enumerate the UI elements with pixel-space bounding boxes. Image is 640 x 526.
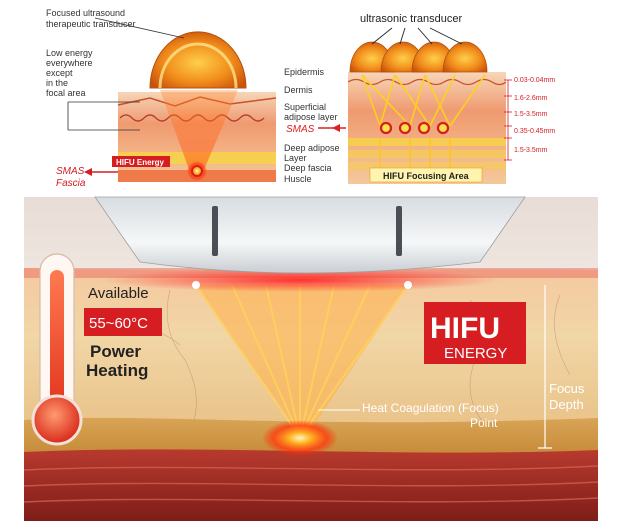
smas-label-arrow-head bbox=[332, 124, 340, 132]
heating-label: Heating bbox=[86, 361, 148, 380]
hifu-energy-tag bbox=[112, 156, 170, 167]
coag-label-2: Point bbox=[470, 416, 498, 430]
transducer-arrow-2 bbox=[399, 27, 406, 45]
bottom-illustration: Focus Depth Heat Coagulation (Focus) Poi… bbox=[23, 196, 599, 521]
top-left-diagram: Focused ultrasound therapeutic transduce… bbox=[46, 8, 277, 189]
low-energy-3: except bbox=[46, 68, 73, 78]
focal-ring-2 bbox=[398, 121, 412, 135]
label-deep-adipose-2: Layer bbox=[284, 153, 307, 163]
hifu-handpiece bbox=[94, 196, 526, 274]
energy-rays bbox=[195, 284, 409, 439]
thermometer-bulb bbox=[31, 394, 83, 446]
depth-5: 1.5-3.5mm bbox=[514, 147, 548, 154]
right-beams bbox=[361, 74, 486, 127]
layer-labels: Epidermis Dermis Superficial adipose lay… bbox=[284, 67, 346, 184]
temperature-badge bbox=[84, 308, 162, 336]
transducer-arrow-4 bbox=[429, 27, 463, 45]
emitter-left-dot bbox=[192, 281, 200, 289]
label-superficial-1: Superficial bbox=[284, 102, 326, 112]
muscle-fibers bbox=[23, 465, 599, 503]
depth-4: 0.35-0.45mm bbox=[514, 128, 555, 135]
hifu-energy-tag-text: HIFU Energy bbox=[116, 158, 165, 167]
focal-ring-1 bbox=[379, 121, 393, 135]
transducer-arrow-1 bbox=[371, 27, 393, 45]
handpiece-slot-left bbox=[212, 206, 218, 256]
depth-2: 1.6-2.6mm bbox=[514, 95, 548, 102]
label-smas: SMAS bbox=[286, 124, 315, 135]
focal-ring bbox=[191, 165, 203, 177]
focusing-area-box bbox=[369, 167, 483, 183]
contact-glow bbox=[100, 268, 500, 292]
label-deep-fascia: Deep fascia bbox=[284, 163, 332, 173]
transducer-dome bbox=[149, 31, 247, 89]
right-transducer-label: ultrasonic transducer bbox=[360, 13, 462, 25]
emitter-right-dot bbox=[404, 281, 412, 289]
low-energy-1: Low energy bbox=[46, 48, 93, 58]
low-energy-2: everywhere bbox=[46, 58, 93, 68]
coagulation-point bbox=[262, 420, 338, 456]
focus-beam bbox=[160, 90, 238, 172]
depth-1: 0.03-0.04mm bbox=[514, 77, 555, 84]
transducer-pointer bbox=[94, 17, 185, 39]
label-superficial-2: adipose layer bbox=[284, 112, 338, 122]
transducer-label-2: therapeutic transducer bbox=[46, 19, 136, 29]
smas-fascia-2: Fascia bbox=[56, 178, 86, 189]
label-deep-adipose-1: Deep adipose bbox=[284, 143, 340, 153]
focus-depth-2: Depth bbox=[549, 397, 584, 412]
smas-arrow-head bbox=[84, 168, 92, 176]
focal-rings bbox=[379, 121, 450, 135]
dome-arc bbox=[158, 42, 238, 89]
depth-ticks bbox=[504, 79, 512, 161]
label-muscle: Huscle bbox=[284, 174, 312, 184]
handpiece-slot-right bbox=[396, 206, 402, 256]
focal-ring-3 bbox=[417, 121, 431, 135]
thermometer-mercury bbox=[50, 270, 64, 420]
coag-label-1: Heat Coagulation (Focus) bbox=[362, 401, 499, 415]
depth-3: 1.5-3.5mm bbox=[514, 111, 548, 118]
transducer-dome-4 bbox=[442, 41, 488, 73]
top-right-diagram: HIFU Focusing Area ultrasonic transducer… bbox=[347, 13, 555, 184]
right-band-2 bbox=[348, 150, 506, 158]
transducer-arrow-3 bbox=[417, 27, 433, 45]
available-label: Available bbox=[88, 285, 149, 302]
hifu-badge-subtitle: ENERGY bbox=[444, 345, 507, 362]
label-epidermis: Epidermis bbox=[284, 67, 325, 77]
label-dermis: Dermis bbox=[284, 85, 313, 95]
focal-ring-4 bbox=[436, 121, 450, 135]
thermometer-icon bbox=[31, 253, 83, 446]
low-energy-5: focal area bbox=[46, 88, 86, 98]
transducer-label-1: Focused ultrasound bbox=[46, 8, 125, 18]
right-smas-band bbox=[348, 138, 506, 146]
focal-spot bbox=[187, 161, 207, 181]
right-band-3 bbox=[348, 162, 506, 170]
temperature-value: 55~60°C bbox=[89, 315, 148, 332]
smas-fascia-1: SMAS bbox=[56, 166, 85, 177]
low-energy-4: in the bbox=[46, 78, 68, 88]
hifu-badge-title: HIFU bbox=[430, 312, 500, 345]
hifu-badge bbox=[424, 302, 526, 364]
focusing-area-label: HIFU Focusing Area bbox=[383, 171, 470, 181]
power-label: Power bbox=[90, 342, 141, 361]
focus-depth-1: Focus bbox=[549, 381, 585, 396]
